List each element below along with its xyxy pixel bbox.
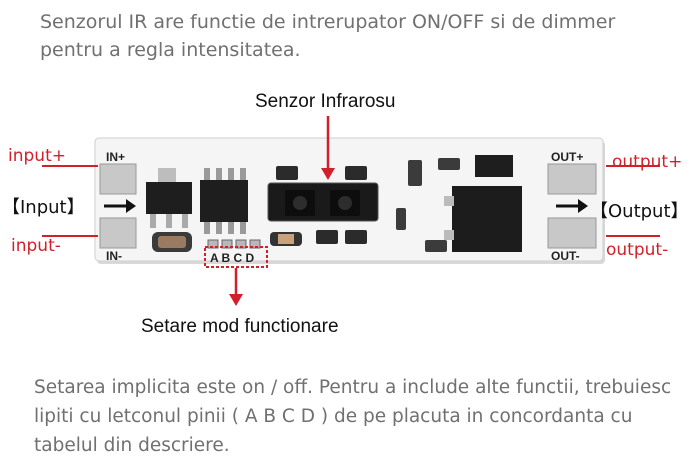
- ir-sensor-housing: [267, 182, 379, 222]
- mode-label: Setare mod functionare: [141, 316, 339, 337]
- capacitor-body: [158, 236, 186, 248]
- mosfet-pin: [444, 196, 454, 206]
- ic-chip: [200, 180, 248, 222]
- sensor-label: Senzor Infrarosu: [255, 91, 396, 112]
- output-arrow: [556, 199, 588, 213]
- input-plus-pad: [99, 163, 137, 195]
- output-plus-pad: [547, 163, 597, 195]
- out-plus-label: OUT+: [551, 150, 584, 164]
- ic-pins: [204, 168, 246, 234]
- sensor-arrow: [321, 116, 335, 180]
- output-label: 【Output】: [590, 201, 689, 222]
- input-arrow: [104, 199, 136, 213]
- mode-pads-box: [204, 246, 268, 268]
- mosfet: [452, 186, 522, 252]
- output-minus-label: output-: [606, 240, 669, 260]
- output-minus-pad: [547, 217, 597, 249]
- input-minus-label: input-: [11, 236, 61, 256]
- ir-lens: [338, 196, 352, 210]
- regulator-pin: [182, 214, 188, 228]
- out-minus-label: OUT-: [551, 249, 580, 263]
- abcd-pads-label: A B C D: [210, 251, 255, 265]
- ir-lens: [293, 196, 307, 210]
- regulator-chip: [146, 182, 192, 214]
- regulator-pin: [166, 214, 172, 228]
- intro-text: Senzorul IR are functie de intrerupator …: [40, 11, 616, 61]
- smd-component: [396, 208, 406, 230]
- input-label: 【Input】: [2, 197, 85, 218]
- input-minus-pad: [99, 217, 137, 249]
- smd-component: [345, 166, 367, 180]
- smd-component: [408, 160, 422, 186]
- smd-component: [425, 240, 447, 252]
- regulator-tab: [158, 168, 176, 182]
- callout-lines: [42, 165, 660, 237]
- diode: [475, 155, 513, 177]
- smd-component: [276, 166, 298, 180]
- input-plus-label: input+: [8, 146, 66, 166]
- in-minus-label: IN-: [106, 249, 122, 263]
- smd-component: [316, 230, 338, 244]
- smd-component: [438, 158, 460, 170]
- regulator-pin: [150, 214, 156, 228]
- in-plus-label: IN+: [106, 150, 126, 164]
- mosfet-pin: [444, 230, 454, 240]
- footer-text: Setarea implicita este on / off. Pentru …: [34, 377, 672, 456]
- mode-arrow: [229, 268, 243, 306]
- output-plus-label: output+: [612, 152, 683, 172]
- resistor-body: [278, 234, 294, 244]
- smd-component: [345, 230, 367, 244]
